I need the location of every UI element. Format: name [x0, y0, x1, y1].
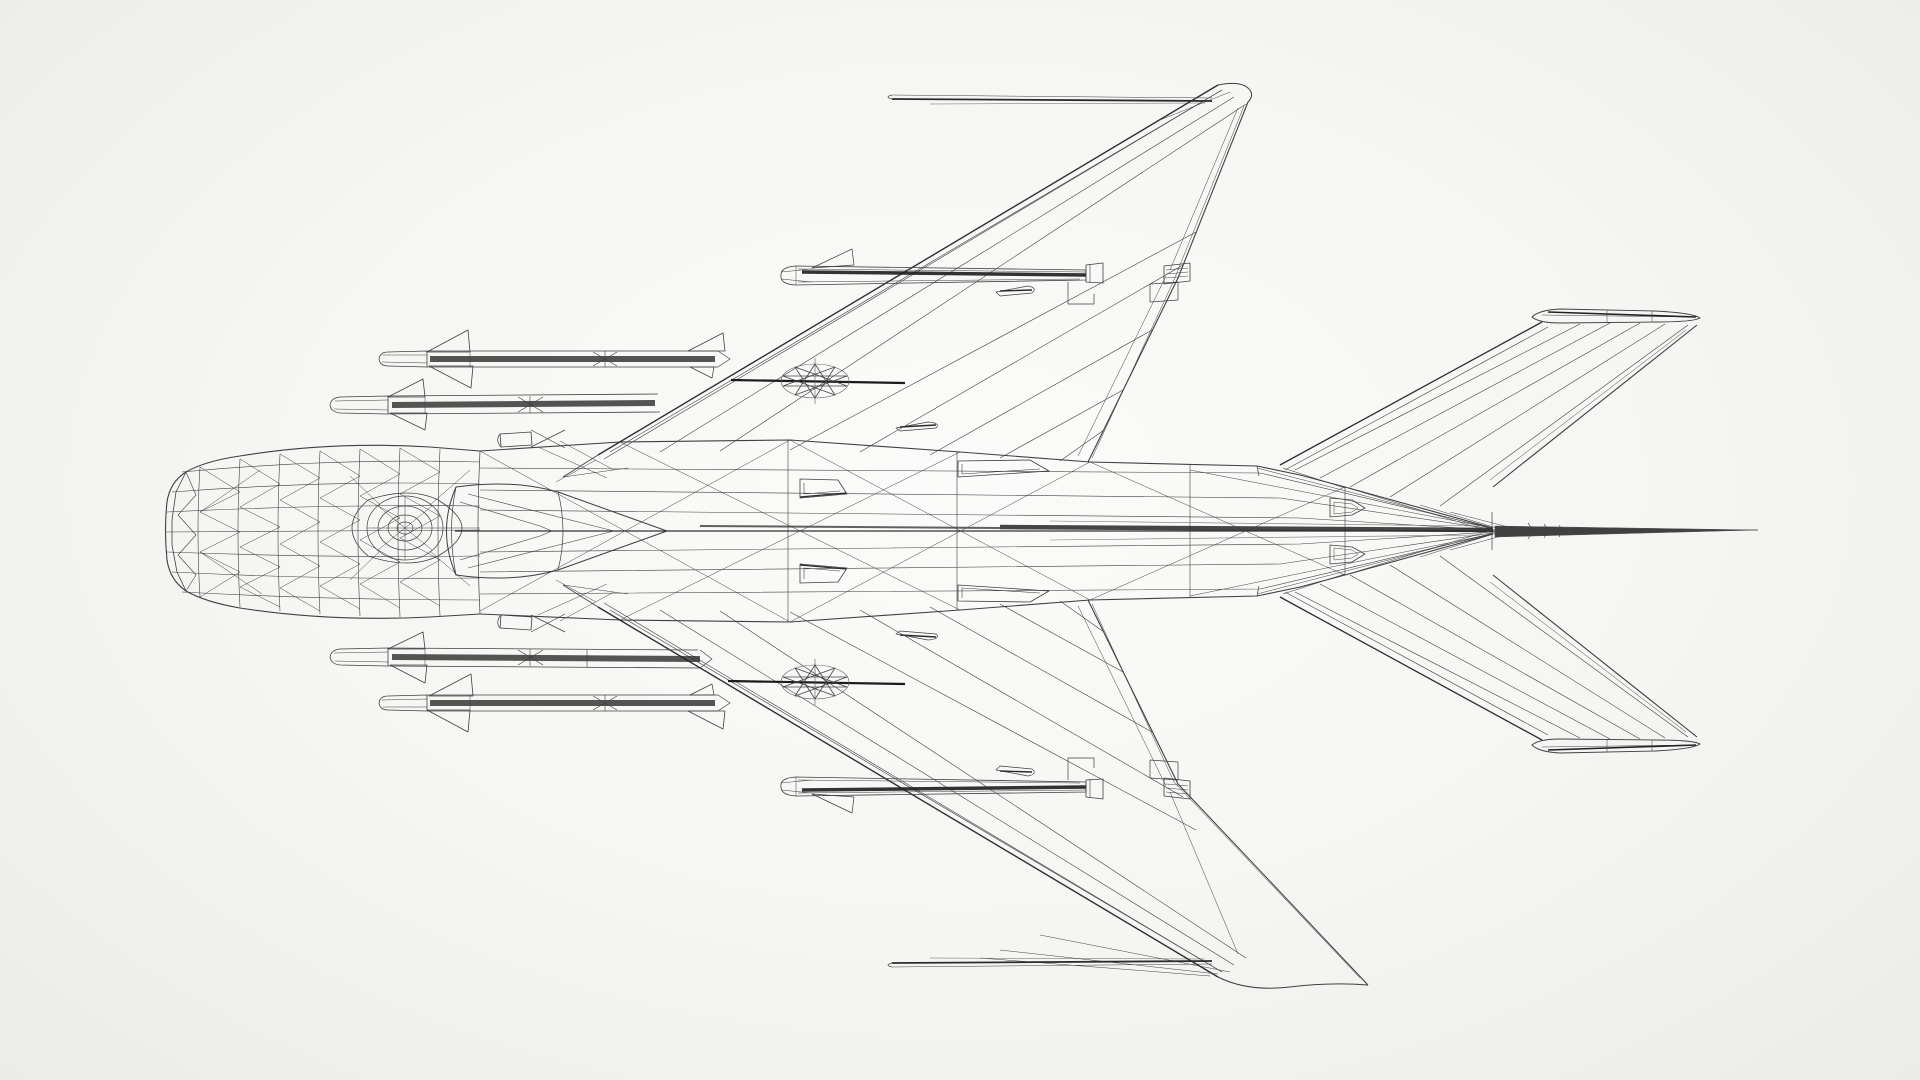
tailplane-bottom: [1280, 556, 1700, 753]
intake-eye: [350, 470, 480, 586]
missile-c: [330, 632, 712, 683]
rocket-pod-top: [498, 430, 614, 478]
wing-bottom-fittings: [728, 681, 1212, 967]
star-insignia-top: [781, 358, 849, 404]
star-insignia-bottom: [781, 659, 849, 705]
nose-mesh: [166, 448, 480, 617]
missile-a: [379, 330, 730, 388]
nose-outline: [166, 445, 481, 618]
wing-bottom: [556, 580, 1368, 988]
wing-top-fittings: [731, 95, 1212, 383]
missile-d: [379, 674, 730, 732]
fuselage-cross-braces: [480, 440, 1495, 622]
rocket-pod-bottom: [498, 584, 614, 632]
wing-top: [556, 83, 1252, 482]
missile-b: [330, 379, 660, 430]
fuselage-panel-lines: [455, 468, 1495, 594]
tail-needle: [1420, 505, 1758, 557]
canopy: [447, 484, 701, 578]
tailplane-top: [1280, 309, 1700, 506]
fuselage-vents: [800, 422, 1365, 640]
